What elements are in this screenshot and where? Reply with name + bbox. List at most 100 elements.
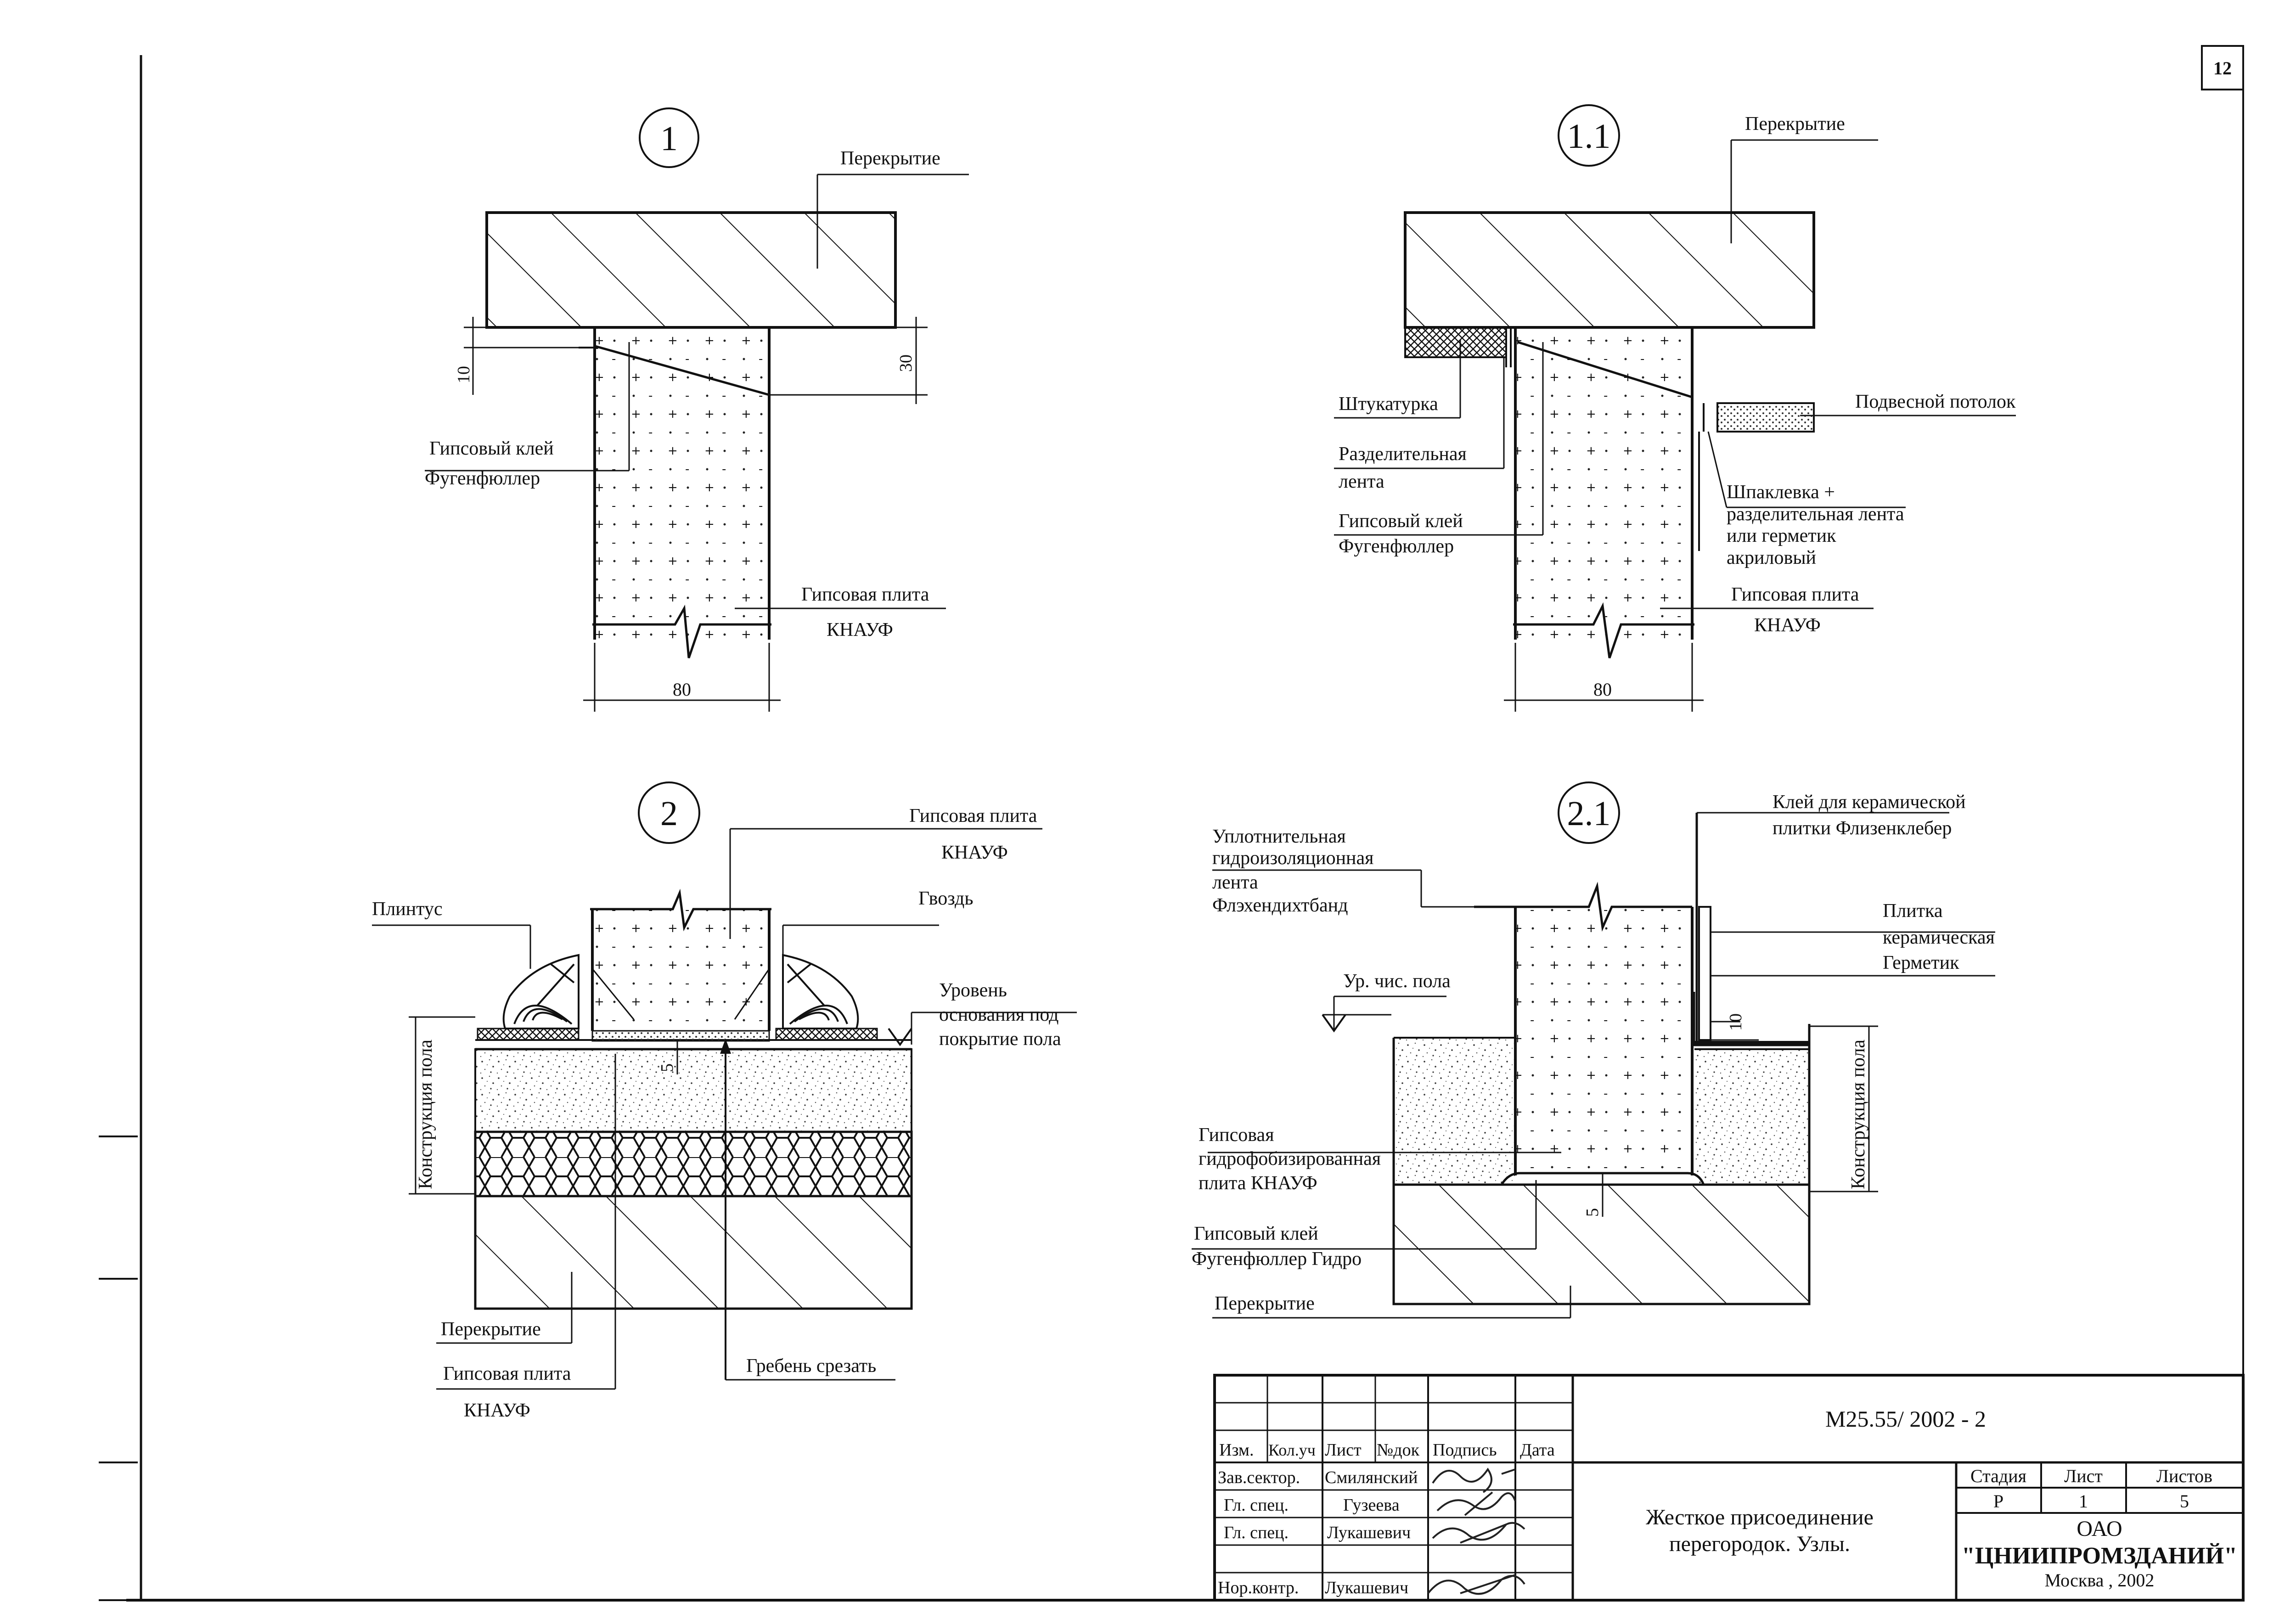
label-ceiling: Перекрытие [840, 148, 940, 169]
break-line [592, 604, 771, 658]
label-board-1: Гипсовая [1199, 1124, 1274, 1146]
signer-role: Нор.контр. [1218, 1578, 1299, 1597]
detail-marker-circle [639, 107, 699, 168]
org-line-3: Москва , 2002 [2045, 1570, 2155, 1591]
detail-marker: 2 [660, 794, 678, 833]
signer-name: Гузеева [1343, 1495, 1400, 1515]
signer-name: Лукашевич [1327, 1523, 1411, 1542]
signer-name: Смилянский [1325, 1468, 1418, 1487]
label-nail: Гвоздь [918, 888, 974, 909]
label-board-2: гидрофобизированная [1199, 1148, 1381, 1169]
label-tile-glue-1: Клей для керамической [1773, 792, 1966, 813]
label-glue-2: Фугенфюллер [1339, 536, 1454, 557]
label-board-1: Гипсовая плита [1731, 584, 1859, 605]
label-glue-2: Фугенфюллер Гидро [1192, 1248, 1362, 1270]
drawing-title-1: Жесткое присоединение [1646, 1505, 1874, 1529]
col-izm: Изм. [1219, 1440, 1254, 1460]
detail-2: 2 [372, 781, 1077, 1421]
label-board-2: КНАУФ [1754, 615, 1821, 636]
label-floor-construction: Конструкция пола [415, 1040, 436, 1189]
gypsum-board [592, 909, 769, 1031]
handwritten-signatures [1427, 1467, 1525, 1595]
detail-marker: 1.1 [1567, 117, 1611, 156]
drawing-title-2: перегородок. Узлы. [1669, 1532, 1850, 1556]
dimension-left: 10 [454, 366, 473, 383]
detail-marker: 2.1 [1567, 794, 1611, 833]
insulation-layer [474, 1130, 913, 1197]
break-line [1513, 602, 1694, 658]
label-clean-floor: Ур. чис. пола [1343, 971, 1451, 992]
dimension-width: 80 [673, 679, 691, 700]
sheet-number: 12 [2213, 58, 2232, 79]
detail-marker: 1 [660, 119, 678, 158]
label-separating-tape-2: лента [1339, 471, 1384, 492]
label-putty-2: разделительная лента [1727, 504, 1904, 525]
label-glue-1: Гипсовый клей [429, 438, 554, 459]
skirting-left [502, 954, 580, 1029]
dimension-gap: 5 [1583, 1208, 1602, 1217]
detail-1-1: 1.1 80 Перекрытие Штукатурка Разделитель… [1334, 104, 2016, 712]
label-floor-construction: Конструкция пола [1848, 1040, 1869, 1189]
label-putty-3: или герметик [1727, 525, 1836, 546]
label-sealant: Герметик [1883, 952, 1959, 973]
sheet-value: 1 [2079, 1491, 2088, 1512]
label-board-top-1: Гипсовая плита [909, 805, 1037, 826]
ceiling-slab [485, 211, 897, 329]
label-slab: Перекрытие [1215, 1293, 1315, 1314]
screed-layer [474, 1048, 912, 1133]
break-line [1474, 882, 1692, 932]
label-ceiling: Перекрытие [1745, 113, 1845, 135]
signer-role: Гл. спец. [1224, 1495, 1289, 1515]
ceiling-slab [1404, 211, 1815, 329]
label-glue-1: Гипсовый клей [1339, 511, 1463, 532]
label-board-top-2: КНАУФ [941, 842, 1008, 863]
header-sheet: Лист [2064, 1466, 2103, 1486]
signer-role: Гл. спец. [1224, 1523, 1289, 1542]
label-tile-1: Плитка [1883, 900, 1943, 922]
label-board-3: плита КНАУФ [1199, 1173, 1317, 1194]
stage-value: Р [1993, 1491, 2003, 1512]
label-tape-2: гидроизоляционная [1212, 848, 1373, 869]
detail-2-1: 2.1 10 Ур. чис. пола Конструкция пола [1192, 781, 1995, 1319]
gypsum-board [1515, 327, 1692, 640]
doc-code: М25.55/ 2002 - 2 [1825, 1406, 1986, 1432]
col-sign: Подпись [1433, 1440, 1497, 1460]
label-tape-3: лента [1212, 872, 1258, 893]
label-skirting: Плинтус [372, 899, 443, 920]
col-kol: Кол.уч [1268, 1441, 1316, 1459]
dimension-sealant: 10 [1726, 1013, 1745, 1031]
label-level-1: Уровень [939, 980, 1007, 1001]
label-level-3: покрытие пола [939, 1029, 1061, 1050]
suspended-ceiling-panel [1716, 402, 1815, 433]
label-putty-1: Шпаклевка + [1727, 482, 1835, 503]
label-separating-tape-1: Разделительная [1339, 444, 1467, 465]
dimension-gap: 5 [658, 1063, 677, 1072]
label-slab: Перекрытие [441, 1319, 541, 1340]
screed-right [1694, 1049, 1809, 1185]
sheets-value: 5 [2180, 1491, 2189, 1512]
label-cut-ridge: Гребень срезать [746, 1355, 876, 1377]
label-tile-2: керамическая [1883, 927, 1995, 948]
floor-slab [474, 1195, 913, 1310]
label-board-2: КНАУФ [827, 619, 893, 641]
label-glue-2: Фугенфюллер [425, 468, 540, 489]
title-block [1213, 1374, 2245, 1602]
header-sheets: Листов [2156, 1466, 2212, 1486]
col-list: Лист [1325, 1440, 1362, 1460]
label-tape-4: Флэхендихтбанд [1212, 895, 1348, 916]
org-line-2: "ЦНИИПРОМЗДАНИЙ" [1962, 1543, 2237, 1569]
ceramic-tile [1698, 906, 1711, 1041]
label-putty-4: акриловый [1727, 547, 1816, 568]
screed-left [1394, 1038, 1515, 1185]
header-stage: Стадия [1970, 1466, 2026, 1486]
glue-joint [1517, 341, 1693, 399]
signer-role: Зав.сектор. [1218, 1468, 1300, 1487]
label-board-bottom-1: Гипсовая плита [443, 1363, 571, 1384]
detail-marker-circle [638, 781, 700, 844]
skirting-right [782, 954, 859, 1029]
label-glue-1: Гипсовый клей [1194, 1223, 1318, 1244]
plaster-layer [1404, 326, 1507, 358]
label-suspended-ceiling: Подвесной потолок [1855, 391, 2016, 412]
detail-marker-circle [1558, 781, 1620, 844]
floor-slab [1392, 1183, 1811, 1305]
